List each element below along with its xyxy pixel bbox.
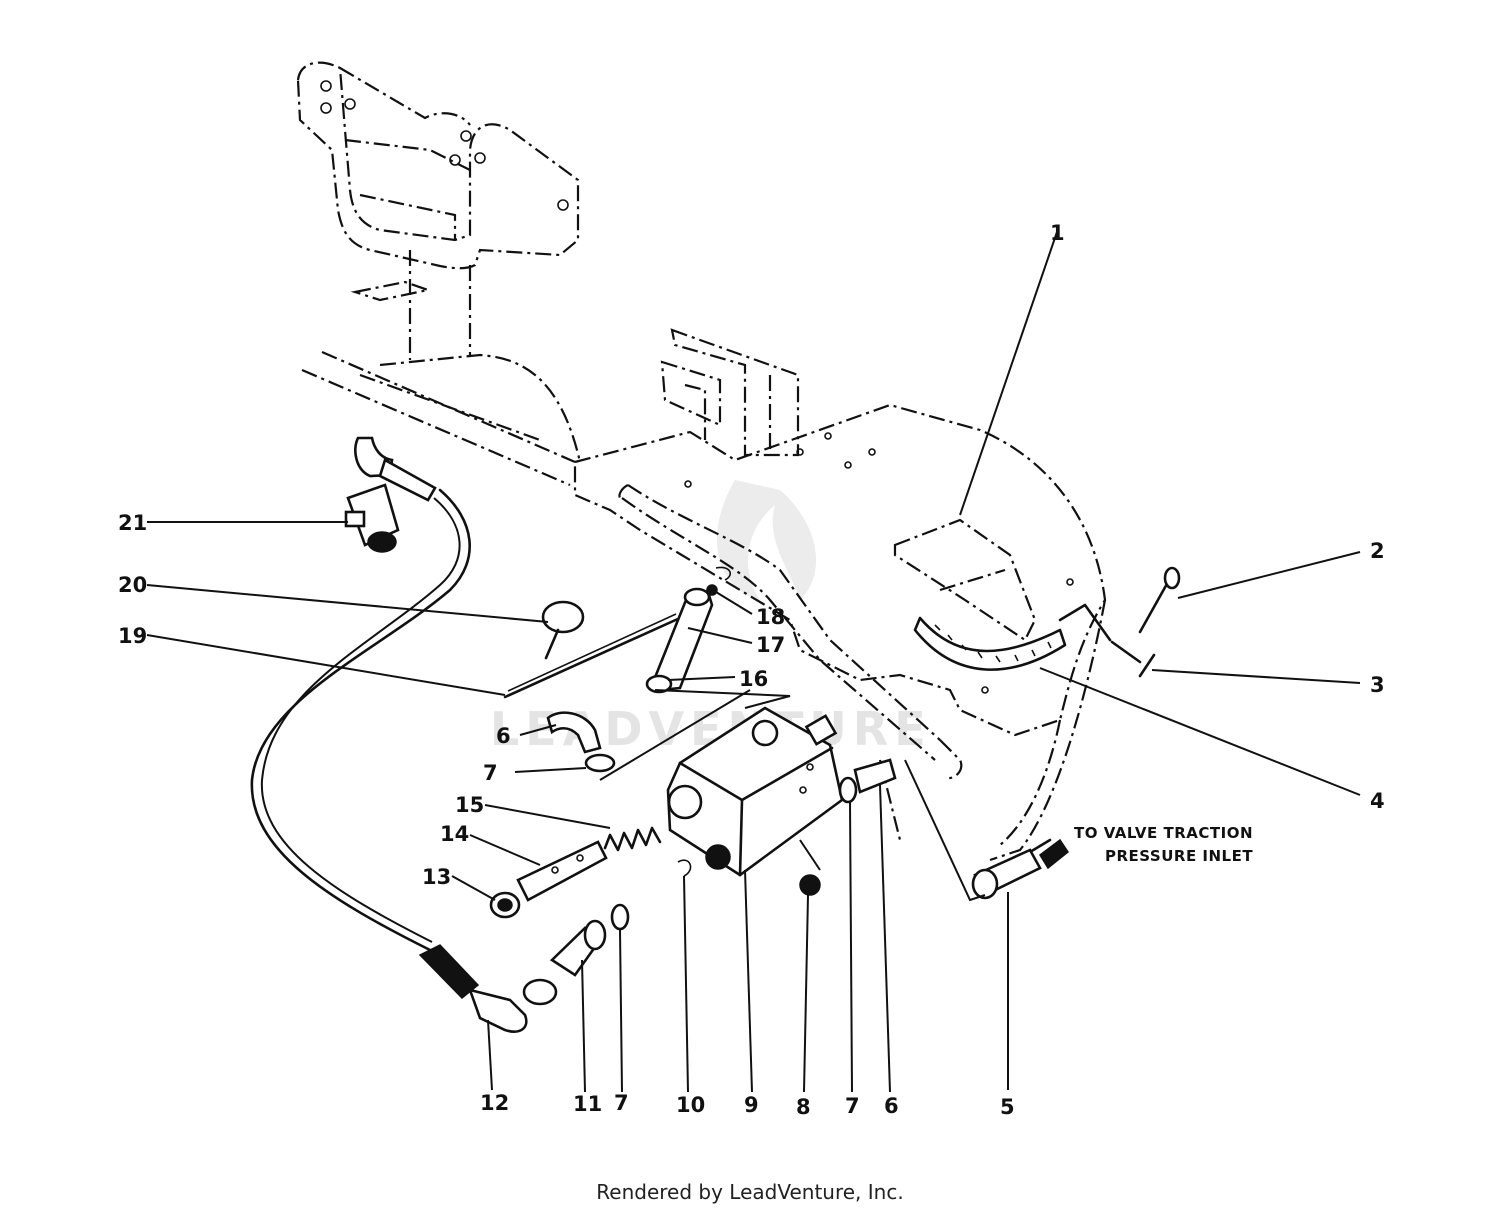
part-20-knob [541,600,585,660]
callout-18: 18 [756,605,785,629]
callout-12: 12 [480,1091,509,1115]
part-9-valve-body [666,706,844,877]
part-2-bolt [1138,566,1181,634]
part-3-pin [1138,653,1156,678]
callout-10: 10 [676,1093,705,1117]
callout-9: 9 [744,1093,759,1117]
part-21-fitting [344,436,437,553]
callout-14: 14 [440,822,469,846]
frame-rails [301,350,1107,862]
callout-6-bottom: 6 [884,1094,899,1118]
part-13-plug [489,891,521,919]
control-panel [893,518,1142,671]
callout-2: 2 [1370,539,1385,563]
callout-20: 20 [118,573,147,597]
callout-11: 11 [573,1092,602,1116]
callout-8: 8 [796,1095,811,1119]
part-7-oring-right [838,776,858,804]
callout-19: 19 [118,624,147,648]
part-7-oring-bottom [610,903,630,931]
part-8-plug [799,874,821,896]
part-14-plunger [516,840,608,902]
part-11-elbow [549,919,607,977]
callout-21: 21 [118,511,147,535]
callout-15: 15 [455,793,484,817]
part-15-spring [603,826,662,852]
callout-1: 1 [1050,221,1065,245]
callout-7-bottom-right: 7 [845,1094,860,1118]
rear-post-bracket [660,328,800,457]
callout-16: 16 [739,667,768,691]
part-17-spool [645,566,732,694]
leader-lines [146,231,1361,1093]
callout-4: 4 [1370,789,1385,813]
part-5-fitting [971,838,1070,900]
callout-labels: 1 2 3 4 5 6 6 7 7 7 8 9 10 11 12 13 14 1… [118,221,1385,1119]
note-line-1: TO VALVE TRACTION [1074,824,1253,842]
part-10-ring [677,859,692,877]
callout-3: 3 [1370,673,1385,697]
callout-7-left: 7 [483,761,498,785]
callout-5: 5 [1000,1095,1015,1119]
note-line-2: PRESSURE INLET [1105,847,1253,865]
callout-13: 13 [422,865,451,889]
seat-bracket [296,61,580,360]
render-credit: Rendered by LeadVenture, Inc. [596,1180,904,1204]
part-7-oring-left [584,753,616,773]
callout-17: 17 [756,633,785,657]
pressure-inlet-note: TO VALVE TRACTION PRESSURE INLET [1074,824,1253,865]
part-6-fitting-right [853,758,897,794]
part-12-hose-end [418,944,558,1033]
part-19-rod [503,613,682,699]
part-6-elbow-left [546,711,602,754]
callout-6-left: 6 [496,724,511,748]
callout-7-bottom-left: 7 [614,1091,629,1115]
